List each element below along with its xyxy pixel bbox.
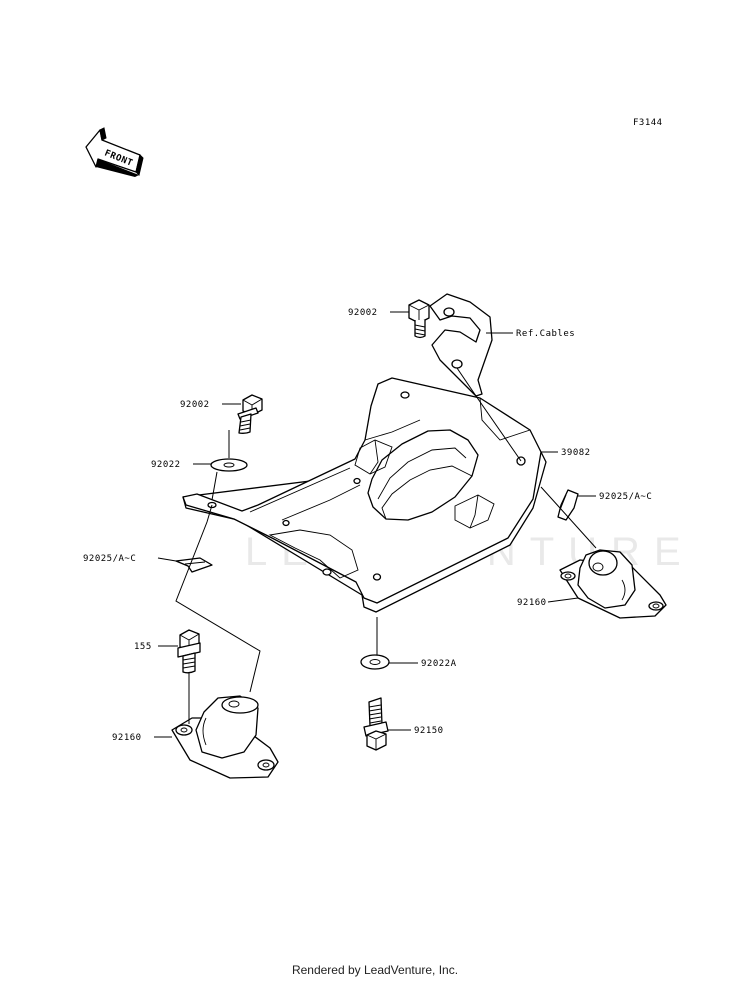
callout-92022: 92022	[151, 460, 181, 470]
callout-92150: 92150	[414, 726, 444, 736]
callout-155: 155	[134, 642, 152, 652]
callout-92160-left: 92160	[112, 733, 142, 743]
footer-credit: Rendered by LeadVenture, Inc.	[291, 963, 459, 977]
washer-92022A	[360, 654, 390, 670]
clip-92025-right	[557, 489, 579, 521]
callout-ref-cables: Ref.Cables	[516, 329, 575, 339]
callout-92025-right: 92025/A~C	[599, 492, 652, 502]
callout-92022A: 92022A	[421, 659, 457, 669]
callout-92025-left: 92025/A~C	[83, 554, 136, 564]
engine-mount-92160-right	[559, 549, 667, 619]
clip-92025-left	[175, 557, 213, 573]
washer-92022	[210, 458, 248, 472]
callout-39082: 39082	[561, 448, 591, 458]
engine-mount-92160-left	[171, 695, 279, 779]
cable-bracket	[429, 293, 493, 397]
leader-lines	[154, 311, 597, 738]
bolt-92002-top	[408, 299, 430, 339]
bracket-39082	[182, 377, 547, 613]
bolt-92150	[363, 697, 389, 751]
callout-92002-top: 92002	[348, 308, 378, 318]
front-arrow-icon: FRONT	[85, 127, 144, 177]
figure-code: F3144	[633, 118, 663, 128]
callout-92002-left: 92002	[180, 400, 210, 410]
bolt-155	[177, 629, 201, 674]
callout-92160-right: 92160	[517, 598, 547, 608]
bolt-92002-left	[237, 394, 263, 434]
